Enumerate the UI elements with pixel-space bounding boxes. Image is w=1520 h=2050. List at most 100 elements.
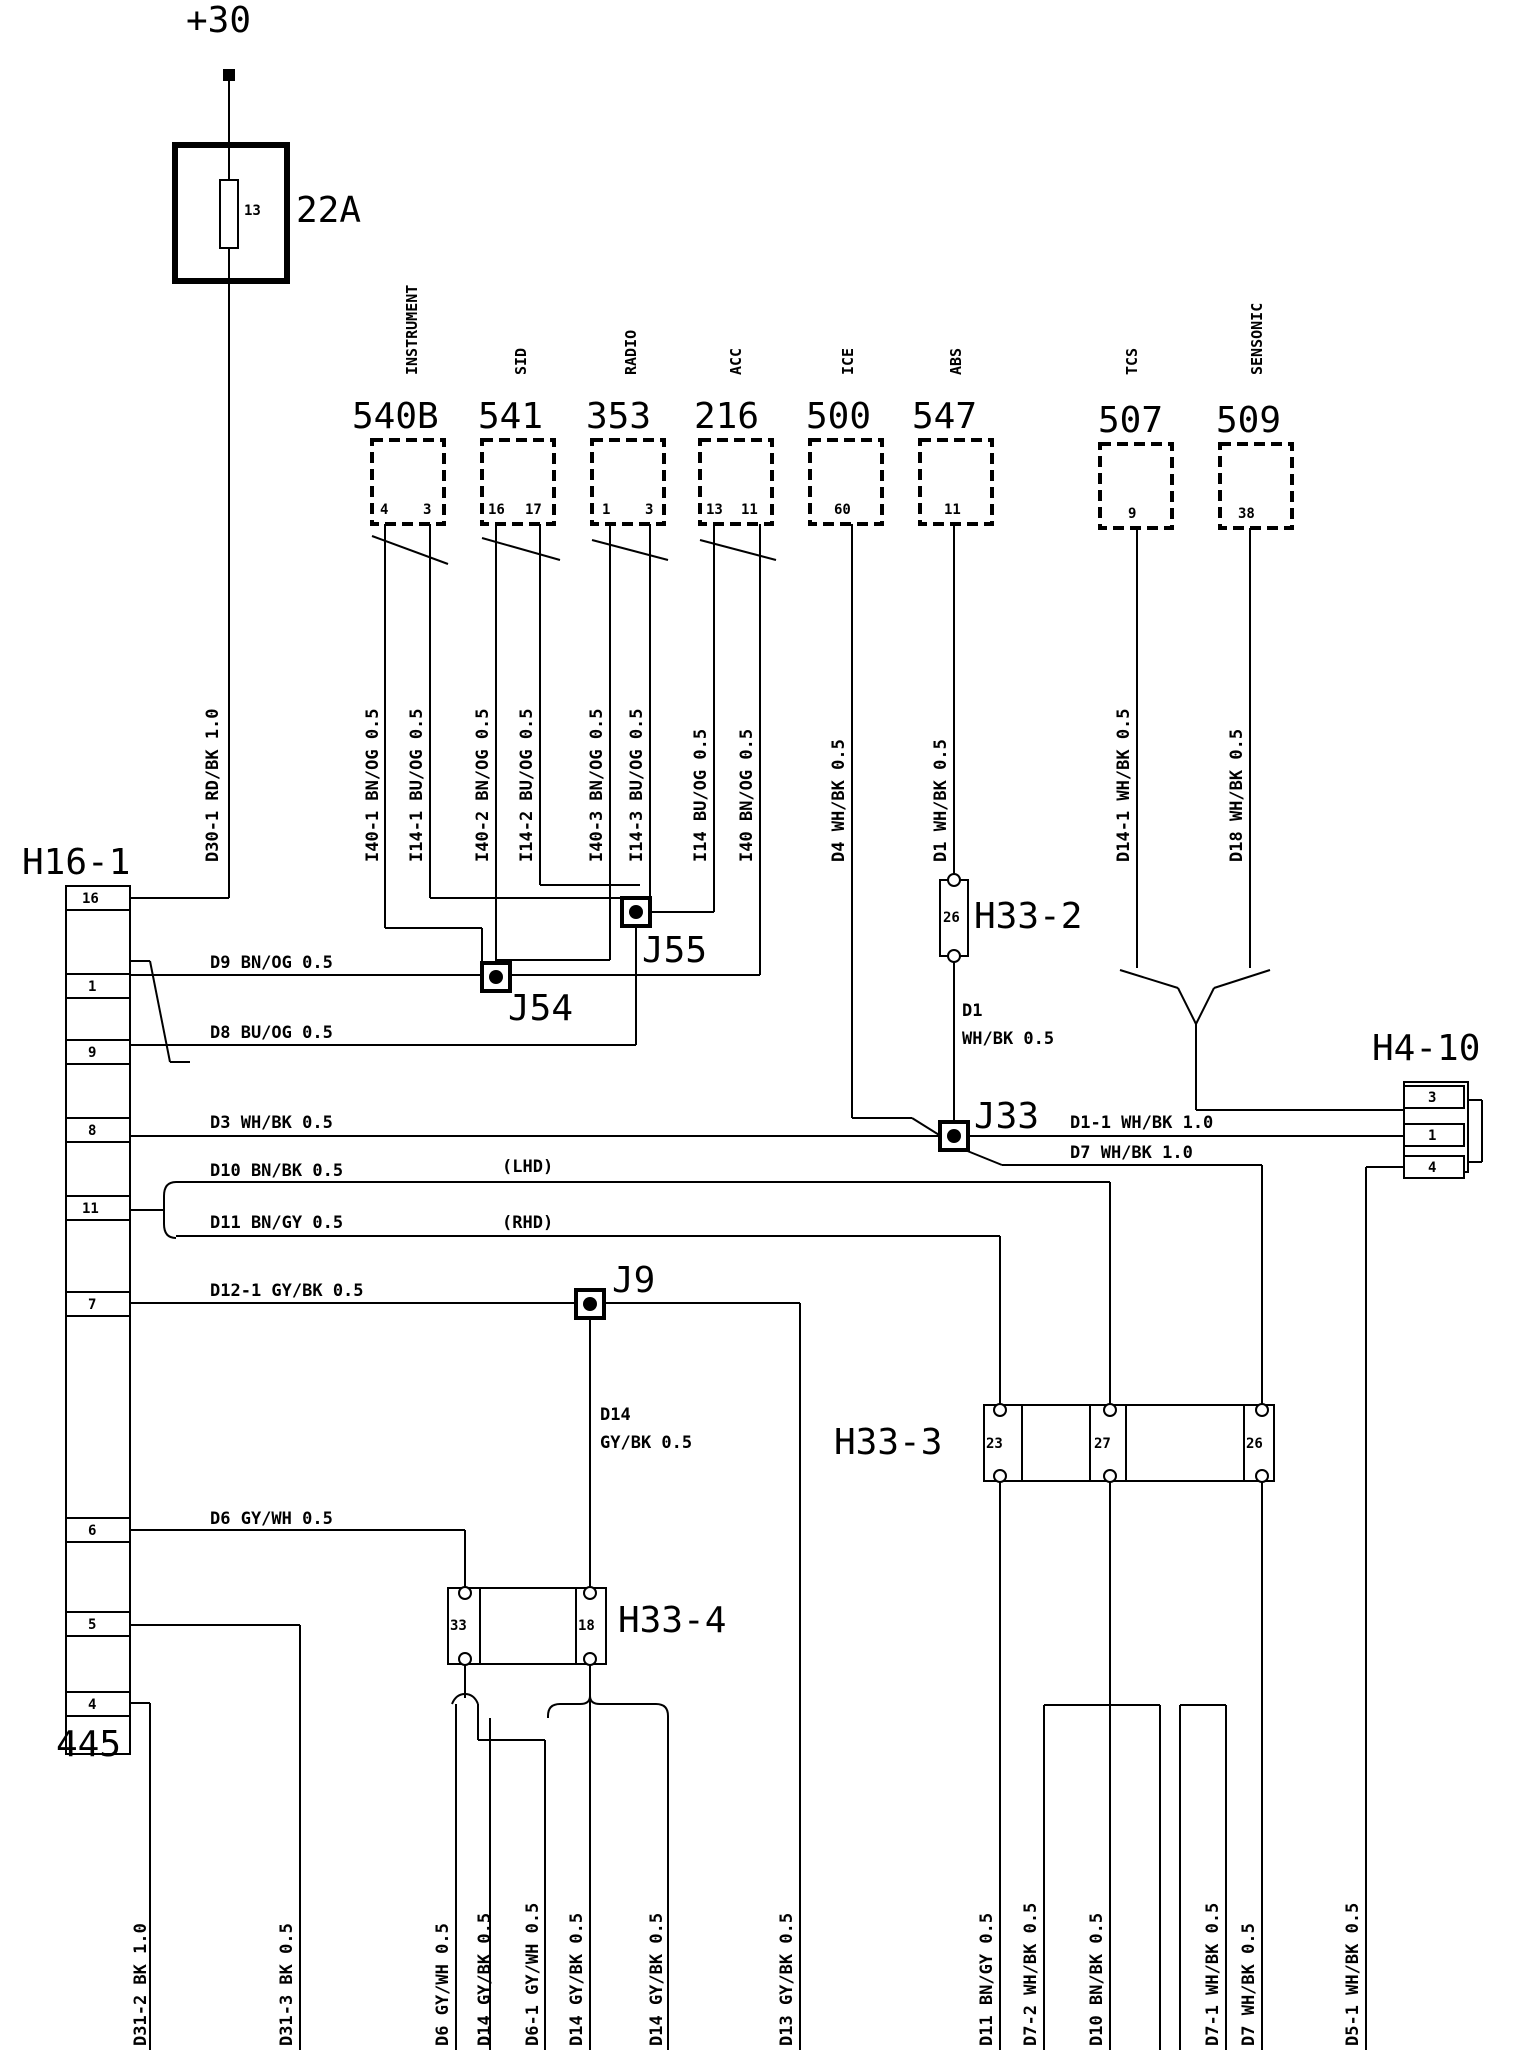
module-name: SID — [512, 348, 530, 375]
module-541: SID 541 16 17 — [478, 348, 556, 526]
h16-pin-6: 6 — [65, 1517, 131, 1543]
module-pin: 13 — [706, 502, 723, 518]
wire-label-d14-spec: GY/BK 0.5 — [600, 1433, 692, 1453]
fuse-label: 22A — [296, 190, 361, 231]
bottom-wire-label: D7-1 WH/BK 0.5 — [1203, 1903, 1223, 2046]
module-id: 541 — [478, 396, 543, 437]
module-id: 547 — [912, 396, 977, 437]
module-id: 509 — [1216, 400, 1281, 441]
connector-h33-3: H33-3 23 27 26 — [834, 1403, 1275, 1483]
fuse-22a: 13 22A — [172, 142, 361, 284]
bottom-wire-label: D13 GY/BK 0.5 — [777, 1913, 797, 2046]
module-pin: 11 — [944, 502, 961, 518]
wire-label-i14-1: I14-1 BU/OG 0.5 — [407, 708, 427, 862]
module-id: 500 — [806, 396, 871, 437]
splice-label: J55 — [642, 930, 707, 971]
h16-pin-label: 16 — [82, 891, 99, 907]
h16-pin-label: 1 — [88, 979, 96, 995]
h16-pin-label: 8 — [88, 1123, 96, 1139]
connector-h4-10: H4-10 3 1 4 — [1372, 1028, 1483, 1179]
h16-pin-1: 1 — [65, 973, 131, 999]
module-name: RADIO — [622, 330, 640, 375]
wire-label-i14-2: I14-2 BU/OG 0.5 — [517, 708, 537, 862]
module-216: ACC 216 13 11 — [694, 348, 774, 526]
h16-pin-4: 4 — [65, 1691, 131, 1717]
h4-pin: 4 — [1428, 1160, 1436, 1176]
wire-label-i40-1: I40-1 BN/OG 0.5 — [363, 708, 383, 862]
module-id: 507 — [1098, 400, 1163, 441]
bottom-wire-label: D14 GY/BK 0.5 — [647, 1913, 667, 2046]
bottom-wire-label: D7 WH/BK 0.5 — [1239, 1923, 1259, 2046]
module-pin: 60 — [834, 502, 851, 518]
fuse-pin-label: 13 — [244, 203, 261, 219]
bottom-wire-label: D31-2 BK 1.0 — [131, 1923, 151, 2046]
h16-pin-label: 9 — [88, 1045, 96, 1061]
splice-label: J33 — [974, 1096, 1039, 1137]
module-name: TCS — [1123, 348, 1141, 375]
h4-pin: 3 — [1428, 1090, 1436, 1106]
module-353: RADIO 353 1 3 — [586, 330, 666, 526]
h4-label: H4-10 — [1372, 1028, 1480, 1069]
h16-pin-16: 16 — [65, 885, 131, 911]
module-name: INSTRUMENT — [403, 285, 421, 375]
h33-3-pin: 27 — [1094, 1436, 1111, 1452]
h33-3-pin: 26 — [1246, 1436, 1263, 1452]
h33-2-label: H33-2 — [974, 896, 1082, 937]
h16-pin-label: 11 — [82, 1201, 99, 1217]
module-id: 216 — [694, 396, 759, 437]
wire-label-i40-3: I40-3 BN/OG 0.5 — [587, 708, 607, 862]
h33-4-label: H33-4 — [618, 1600, 726, 1641]
bottom-wire-label: D31-3 BK 0.5 — [277, 1923, 297, 2046]
module-pin: 4 — [380, 502, 388, 518]
wire-label-lhd: (LHD) — [502, 1157, 553, 1177]
wire-label-d9: D9 BN/OG 0.5 — [210, 953, 333, 973]
wire-label-d1-vertical: D1 WH/BK 0.5 — [931, 739, 951, 862]
wire-label-d30: D30-1 RD/BK 1.0 — [203, 708, 223, 862]
module-pin: 1 — [602, 502, 610, 518]
h16-pin-11: 11 — [65, 1195, 131, 1221]
h33-4-pin: 33 — [450, 1618, 467, 1634]
h16-pin-5: 5 — [65, 1611, 131, 1637]
h16-pin-9: 9 — [65, 1039, 131, 1065]
wire-label-d1-1: D1-1 WH/BK 1.0 — [1070, 1113, 1213, 1133]
splice-j33: J33 — [938, 1096, 1039, 1152]
h33-3-label: H33-3 — [834, 1422, 942, 1463]
supply-label: +30 — [186, 0, 251, 41]
module-547: ABS 547 11 — [912, 348, 994, 526]
splice-label: J54 — [508, 988, 573, 1029]
supply-terminal — [223, 69, 235, 81]
wire-label-d14-1: D14-1 WH/BK 0.5 — [1114, 708, 1134, 862]
h33-3-pin: 23 — [986, 1436, 1003, 1452]
module-id: 353 — [586, 396, 651, 437]
h16-pin-label: 7 — [88, 1297, 96, 1313]
bottom-wire-label: D5-1 WH/BK 0.5 — [1343, 1903, 1363, 2046]
splice-j54: J54 — [480, 961, 573, 1029]
module-pin: 9 — [1128, 506, 1136, 522]
module-pin: 11 — [741, 502, 758, 518]
bottom-wire-label: D6-1 GY/WH 0.5 — [523, 1903, 543, 2046]
wire-label-d7: D7 WH/BK 1.0 — [1070, 1143, 1193, 1163]
h4-pin: 1 — [1428, 1128, 1436, 1144]
splice-label: J9 — [612, 1260, 655, 1301]
module-pin: 3 — [645, 502, 653, 518]
bottom-wire-label: D11 BN/GY 0.5 — [977, 1913, 997, 2046]
wire-label-rhd: (RHD) — [502, 1213, 553, 1233]
wire-label-d6: D6 GY/WH 0.5 — [210, 1509, 333, 1529]
wire-label-i40-2: I40-2 BN/OG 0.5 — [473, 708, 493, 862]
wire-label-d3: D3 WH/BK 0.5 — [210, 1113, 333, 1133]
h16-pin-8: 8 — [65, 1117, 131, 1143]
module-name: SENSONIC — [1248, 303, 1266, 375]
connector-h33-2: 26 H33-2 — [939, 873, 1082, 963]
module-500: ICE 500 60 — [806, 348, 884, 526]
bottom-wire-label: D14 GY/BK 0.5 — [567, 1913, 587, 2046]
bottom-wire-label: D6 GY/WH 0.5 — [433, 1923, 453, 2046]
module-509: SENSONIC 509 38 — [1216, 303, 1294, 530]
module-507: TCS 507 9 — [1098, 348, 1174, 530]
wire-label-d18: D18 WH/BK 0.5 — [1227, 729, 1247, 862]
wire-label-d12: D12-1 GY/BK 0.5 — [210, 1281, 364, 1301]
module-pin: 38 — [1238, 506, 1255, 522]
module-name: ACC — [727, 348, 745, 375]
wire-label-d1-spec: WH/BK 0.5 — [962, 1029, 1054, 1049]
h16-pin-label: 6 — [88, 1523, 96, 1539]
